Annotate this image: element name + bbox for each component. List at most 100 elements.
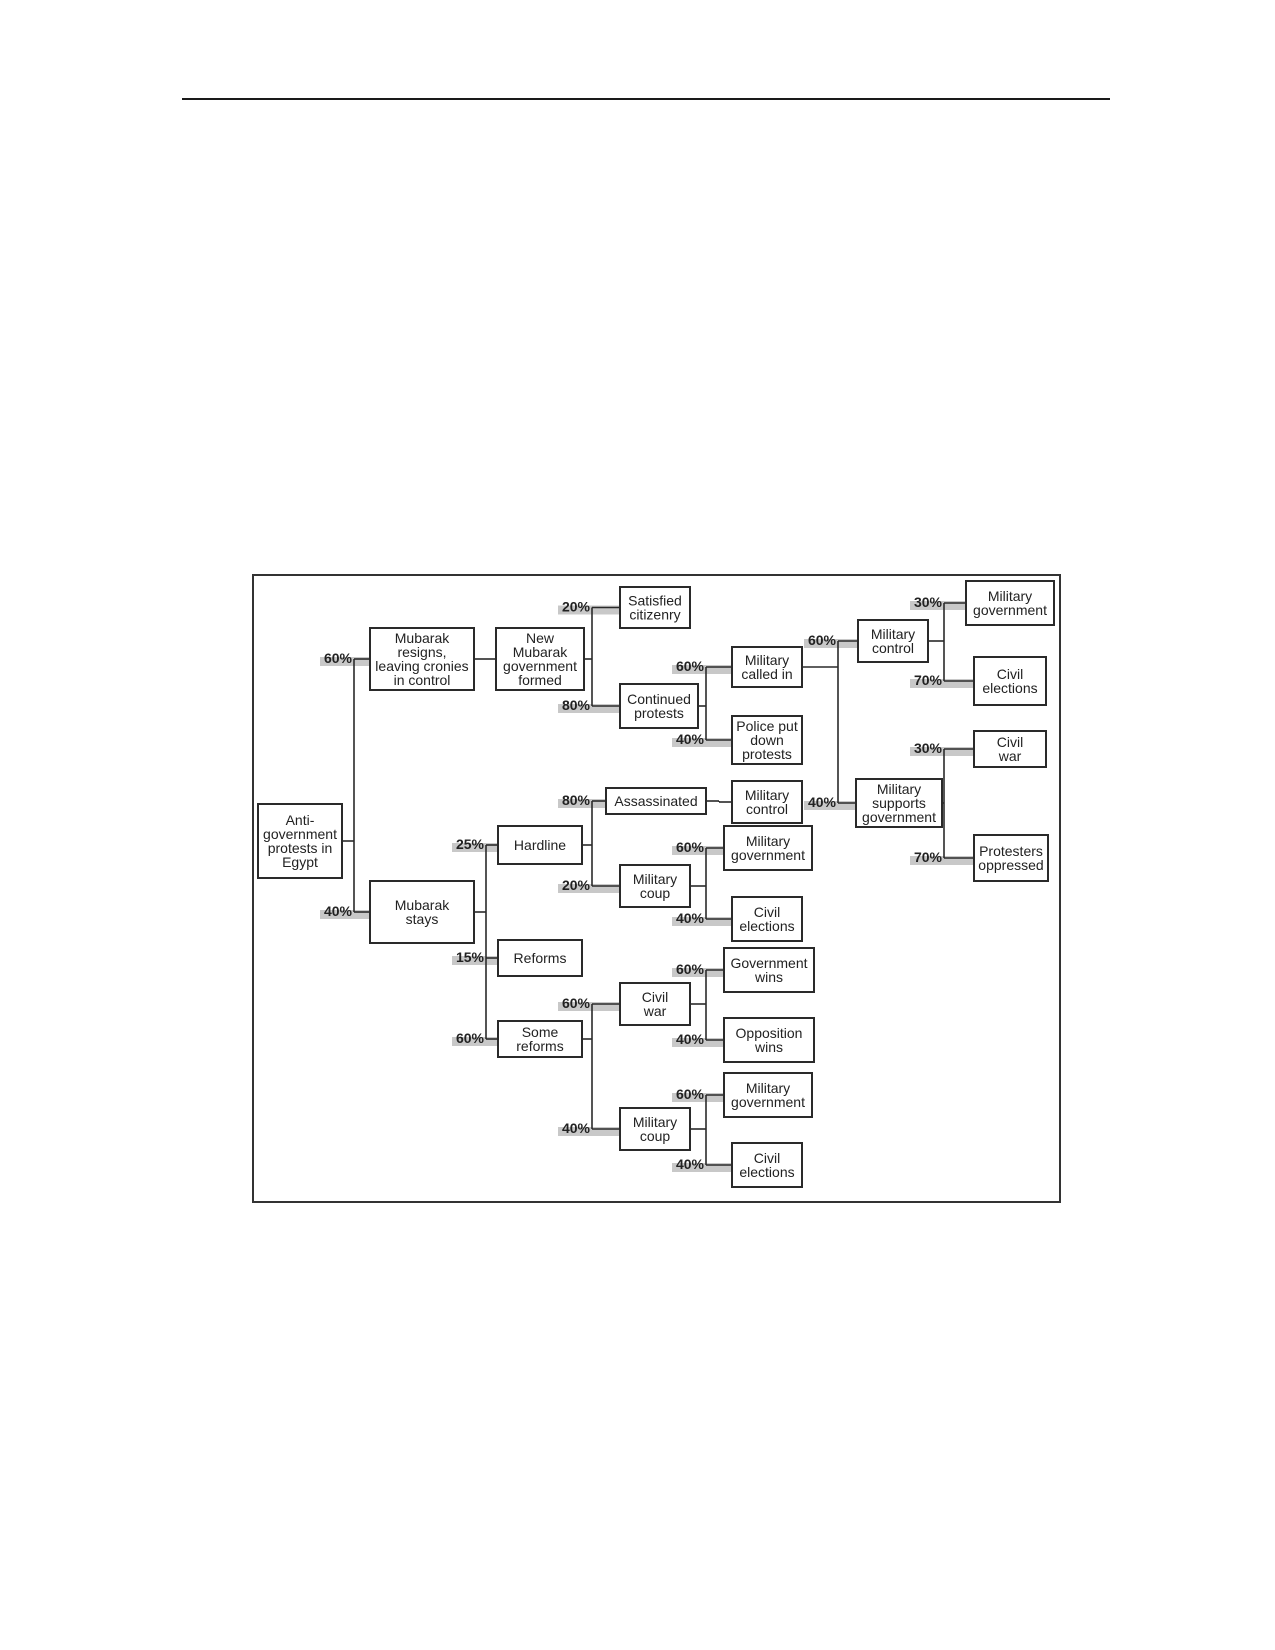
node-label-line: stays (406, 911, 439, 927)
probability-band (320, 657, 370, 666)
node-box (973, 730, 1047, 768)
probability-band (452, 1037, 498, 1046)
probability-label: 60% (676, 961, 705, 977)
probability-label: 60% (676, 839, 705, 855)
probability-band (452, 843, 498, 852)
probability-band (452, 956, 498, 965)
node-label-line: Military (745, 787, 789, 803)
node-box (619, 864, 691, 908)
node-label-line: citizenry (629, 607, 680, 623)
node-label-line: Protesters (979, 843, 1043, 859)
node-box (973, 656, 1047, 706)
probability-label: 25% (456, 836, 485, 852)
node-label-line: protests (634, 705, 684, 721)
node-label-line: New (526, 630, 555, 646)
probability-band (672, 1038, 724, 1047)
node-label-line: control (746, 801, 788, 817)
edges-layer: 60%40%20%80%60%40%60%40%30%70%30%70%25%1… (320, 594, 974, 1172)
node-box (965, 580, 1055, 626)
node-label-line: Mubarak (395, 630, 450, 646)
probability-band (910, 747, 974, 756)
node-box (731, 896, 803, 942)
node-label-line: Military (746, 1080, 790, 1096)
node-label-line: coup (640, 885, 671, 901)
probability-label: 60% (808, 632, 837, 648)
node-box (731, 646, 803, 688)
node-label-line: Civil (754, 1150, 780, 1166)
node-label-line: Hardline (514, 837, 566, 853)
node-label-line: elections (739, 1164, 794, 1180)
probability-label: 60% (324, 650, 353, 666)
node-hardline: Hardline (497, 825, 583, 865)
probability-band (558, 884, 620, 893)
node-label-line: Mubarak (395, 897, 450, 913)
probability-band (320, 910, 370, 919)
node-label-line: control (872, 640, 914, 656)
node-box (619, 683, 699, 729)
node-label-line: elections (739, 918, 794, 934)
node-label-line: Civil (642, 989, 668, 1005)
node-box (619, 982, 691, 1026)
probability-band (672, 968, 724, 977)
node-label-line: Military (633, 871, 677, 887)
node-label-line: Military (633, 1114, 677, 1130)
probability-band (558, 1002, 620, 1011)
node-box (731, 715, 803, 765)
probability-label: 40% (676, 910, 705, 926)
node-label-line: government (731, 847, 805, 863)
node-label-line: Police put (736, 718, 798, 734)
probability-label: 20% (562, 877, 591, 893)
probability-band (558, 704, 620, 713)
probability-label: 40% (676, 731, 705, 747)
node-label-line: Opposition (736, 1025, 803, 1041)
node-label-line: called in (741, 666, 792, 682)
node-box (619, 1107, 691, 1151)
node-label-line: Civil (997, 734, 1023, 750)
node-label-line: supports (872, 795, 926, 811)
node-label-line: formed (518, 672, 562, 688)
probability-label: 30% (914, 594, 943, 610)
node-box (857, 619, 929, 663)
node-box (723, 1017, 815, 1063)
node-box (495, 627, 585, 691)
probability-band (672, 917, 732, 926)
node-label-line: protests in (268, 840, 333, 856)
probability-label: 60% (456, 1030, 485, 1046)
node-label-line: war (643, 1003, 667, 1019)
node-box (731, 1142, 803, 1188)
node-box (723, 825, 813, 871)
node-label-line: Government (730, 955, 807, 971)
probability-label: 40% (676, 1031, 705, 1047)
node-label-line: protests (742, 746, 792, 762)
probability-band (672, 1163, 732, 1172)
node-box (369, 627, 475, 691)
node-label-line: reforms (516, 1038, 563, 1054)
probability-band (558, 605, 620, 615)
probability-label: 15% (456, 949, 485, 965)
node-box (731, 780, 803, 824)
node-label-line: government (503, 658, 577, 674)
node-label-line: leaving cronies (375, 658, 468, 674)
node-label-line: Anti- (286, 812, 315, 828)
node-box (973, 834, 1049, 882)
node-label-line: Some (522, 1024, 559, 1040)
node-label-line: war (998, 748, 1022, 764)
node-box (497, 825, 583, 865)
probability-label: 40% (562, 1120, 591, 1136)
probability-band (672, 1093, 724, 1102)
probability-label: 30% (914, 740, 943, 756)
decision-tree-figure: 60%40%20%80%60%40%60%40%30%70%30%70%25%1… (252, 574, 1061, 1203)
node-box (723, 947, 815, 993)
